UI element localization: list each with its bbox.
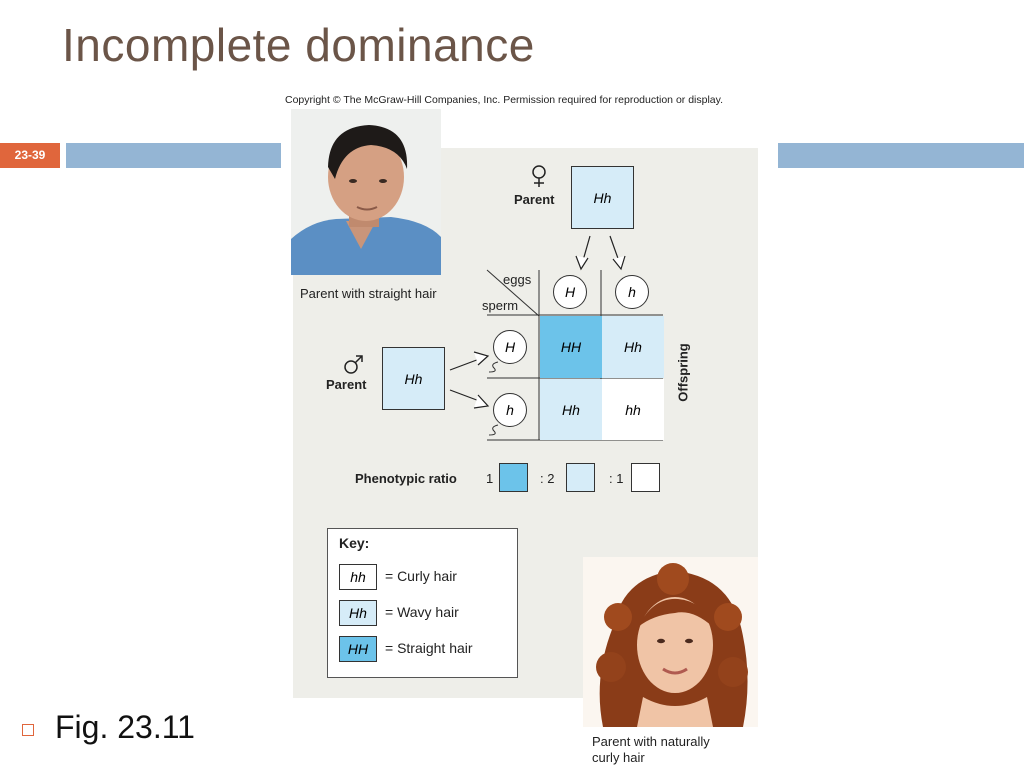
sperm-label: sperm xyxy=(482,298,519,313)
slide-number-badge: 23-39 xyxy=(0,143,60,168)
header-bar-right xyxy=(778,143,1024,168)
key-swatch-straight: HH xyxy=(339,636,377,662)
sperm-tail-icon xyxy=(488,361,499,373)
caption-curly-hair-line2: curly hair xyxy=(592,750,645,765)
female-parent-label: Parent xyxy=(514,192,555,207)
sperm-allele-2: h xyxy=(493,393,527,427)
key-text-wavy: = Wavy hair xyxy=(385,604,459,620)
caption-straight-hair: Parent with straight hair xyxy=(300,286,437,301)
offspring-label: Offspring xyxy=(675,343,691,402)
ratio-count-wavy: : 2 xyxy=(540,471,555,486)
egg-allele-1: H xyxy=(553,275,587,309)
key-legend: Key: hh = Curly hair Hh = Wavy hair HH =… xyxy=(327,528,518,678)
ratio-count-straight: 1 xyxy=(486,471,494,486)
ratio-count-curly: : 1 xyxy=(609,471,624,486)
caption-curly-hair-line1: Parent with naturally xyxy=(592,734,710,749)
arrows-to-eggs-icon xyxy=(575,235,626,271)
ratio-swatch-curly xyxy=(631,463,660,492)
punnett-cell-hh: hh xyxy=(602,379,664,440)
key-title: Key: xyxy=(339,535,370,551)
punnett-cell-Hh-top: Hh xyxy=(602,316,664,378)
arrows-to-sperm-icon xyxy=(449,351,490,409)
ratio-swatch-wavy xyxy=(566,463,595,492)
key-swatch-curly: hh xyxy=(339,564,377,590)
bullet-text: Fig. 23.11 xyxy=(55,709,195,745)
slide-title: Incomplete dominance xyxy=(62,19,535,71)
sperm-tail-icon xyxy=(488,424,499,436)
key-swatch-wavy: Hh xyxy=(339,600,377,626)
male-parent-label: Parent xyxy=(326,377,367,392)
sperm-allele-1: H xyxy=(493,330,527,364)
punnett-cell-Hh-bottom: Hh xyxy=(540,379,602,440)
male-parent-genotype: Hh xyxy=(382,347,445,410)
photo-parent-straight-hair xyxy=(291,109,441,275)
punnett-cell-HH: HH xyxy=(540,316,602,378)
photo-parent-curly-hair xyxy=(583,557,758,727)
punnett-grid-lines xyxy=(487,270,663,441)
female-parent-genotype: Hh xyxy=(571,166,634,229)
ratio-swatch-straight xyxy=(499,463,528,492)
female-symbol-icon xyxy=(532,165,546,187)
key-text-curly: = Curly hair xyxy=(385,568,457,584)
copyright-notice: Copyright © The McGraw-Hill Companies, I… xyxy=(285,94,724,106)
phenotypic-ratio-label: Phenotypic ratio xyxy=(355,471,457,486)
egg-allele-2: h xyxy=(615,275,649,309)
eggs-label: eggs xyxy=(503,272,532,287)
bullet-square-icon xyxy=(22,724,34,736)
punnett-corner-diagonal xyxy=(486,269,540,317)
header-bar-left xyxy=(66,143,281,168)
key-text-straight: = Straight hair xyxy=(385,640,473,656)
male-symbol-icon xyxy=(344,355,363,374)
